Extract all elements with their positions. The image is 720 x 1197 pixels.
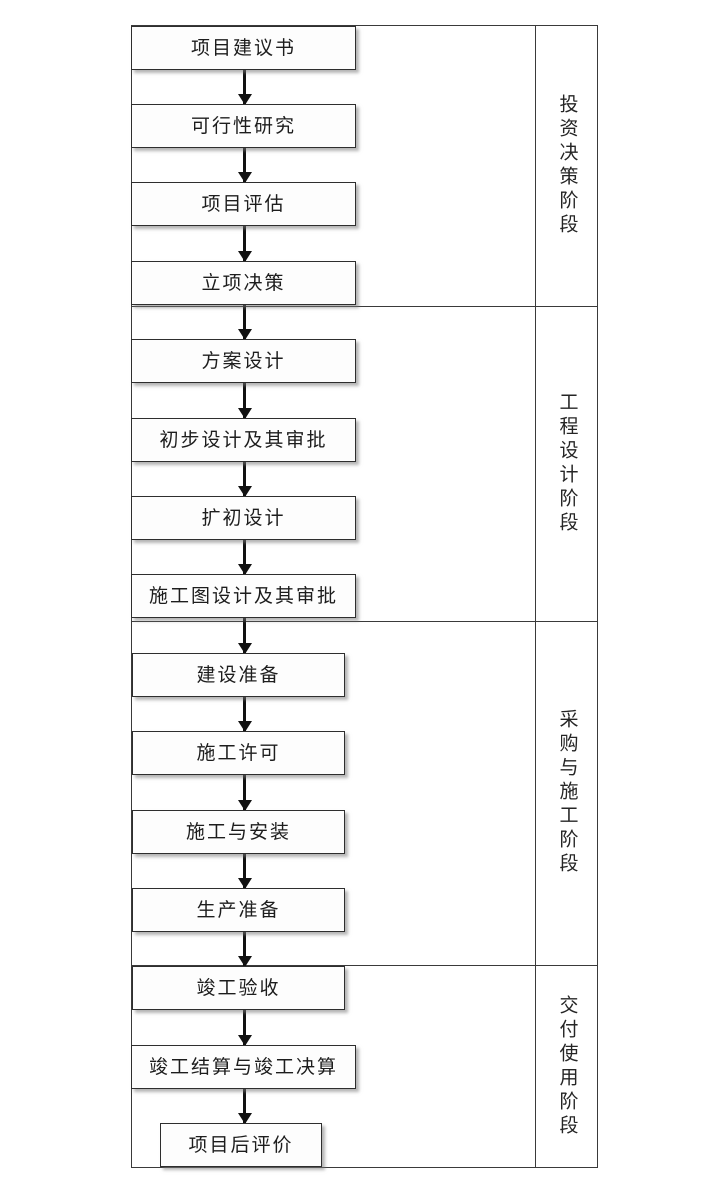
phase-cell-p4: 交付使用阶段 (535, 965, 598, 1168)
process-node-label: 施工与安装 (185, 821, 291, 843)
process-node-label: 可行性研究 (190, 115, 296, 137)
process-node-label: 竣工结算与竣工决算 (148, 1056, 338, 1078)
process-node-label: 立项决策 (201, 272, 286, 294)
connector-arrow-n11-to-n12 (243, 854, 246, 888)
process-node-n4[interactable]: 立项决策 (131, 261, 356, 305)
connector-arrow-n9-to-n10 (243, 697, 246, 731)
process-node-n12[interactable]: 生产准备 (132, 888, 345, 932)
process-node-label: 竣工验收 (196, 977, 281, 999)
phase-label: 交付使用阶段 (556, 994, 578, 1139)
process-node-label: 初步设计及其审批 (159, 429, 328, 451)
phase-cell-p2: 工程设计阶段 (535, 306, 598, 621)
process-node-n13[interactable]: 竣工验收 (132, 966, 345, 1010)
process-node-n3[interactable]: 项目评估 (131, 182, 356, 226)
connector-arrow-n12-to-n13 (243, 932, 246, 966)
process-node-label: 扩初设计 (201, 507, 286, 529)
process-node-label: 建设准备 (196, 664, 281, 686)
phase-label: 工程设计阶段 (556, 391, 578, 536)
connector-arrow-n6-to-n7 (243, 462, 246, 496)
phase-divider (131, 621, 598, 622)
process-node-label: 项目后评价 (188, 1134, 294, 1156)
process-node-n14[interactable]: 竣工结算与竣工决算 (131, 1045, 356, 1089)
process-node-label: 施工图设计及其审批 (148, 585, 338, 607)
process-node-n10[interactable]: 施工许可 (132, 731, 345, 775)
process-node-n9[interactable]: 建设准备 (132, 653, 345, 697)
phase-column-separator (535, 25, 536, 1168)
process-node-label: 项目建议书 (190, 37, 296, 59)
connector-arrow-n5-to-n6 (243, 383, 246, 418)
connector-arrow-n4-to-n5 (243, 305, 246, 339)
connector-arrow-n3-to-n4 (243, 226, 246, 261)
process-node-n15[interactable]: 项目后评价 (160, 1123, 322, 1167)
phase-label: 投资决策阶段 (556, 93, 578, 238)
phase-label: 采购与施工阶段 (556, 709, 578, 877)
phase-divider (131, 965, 598, 966)
process-node-n2[interactable]: 可行性研究 (131, 104, 356, 148)
connector-arrow-n7-to-n8 (243, 540, 246, 574)
process-node-n8[interactable]: 施工图设计及其审批 (131, 574, 356, 618)
connector-arrow-n2-to-n3 (243, 148, 246, 182)
process-node-n6[interactable]: 初步设计及其审批 (131, 418, 356, 462)
process-node-n11[interactable]: 施工与安装 (132, 810, 345, 854)
process-node-label: 方案设计 (201, 350, 286, 372)
process-node-n5[interactable]: 方案设计 (131, 339, 356, 383)
process-node-label: 生产准备 (196, 899, 281, 921)
process-node-label: 施工许可 (196, 742, 281, 764)
phase-divider (131, 306, 598, 307)
process-node-label: 项目评估 (201, 193, 286, 215)
connector-arrow-n1-to-n2 (243, 70, 246, 104)
connector-arrow-n10-to-n11 (243, 775, 246, 810)
process-node-n1[interactable]: 项目建议书 (131, 26, 356, 70)
connector-arrow-n14-to-n15 (243, 1089, 246, 1123)
connector-arrow-n13-to-n14 (243, 1010, 246, 1045)
process-node-n7[interactable]: 扩初设计 (131, 496, 356, 540)
connector-arrow-n8-to-n9 (243, 618, 246, 653)
phase-cell-p3: 采购与施工阶段 (535, 621, 598, 965)
phase-cell-p1: 投资决策阶段 (535, 25, 598, 306)
